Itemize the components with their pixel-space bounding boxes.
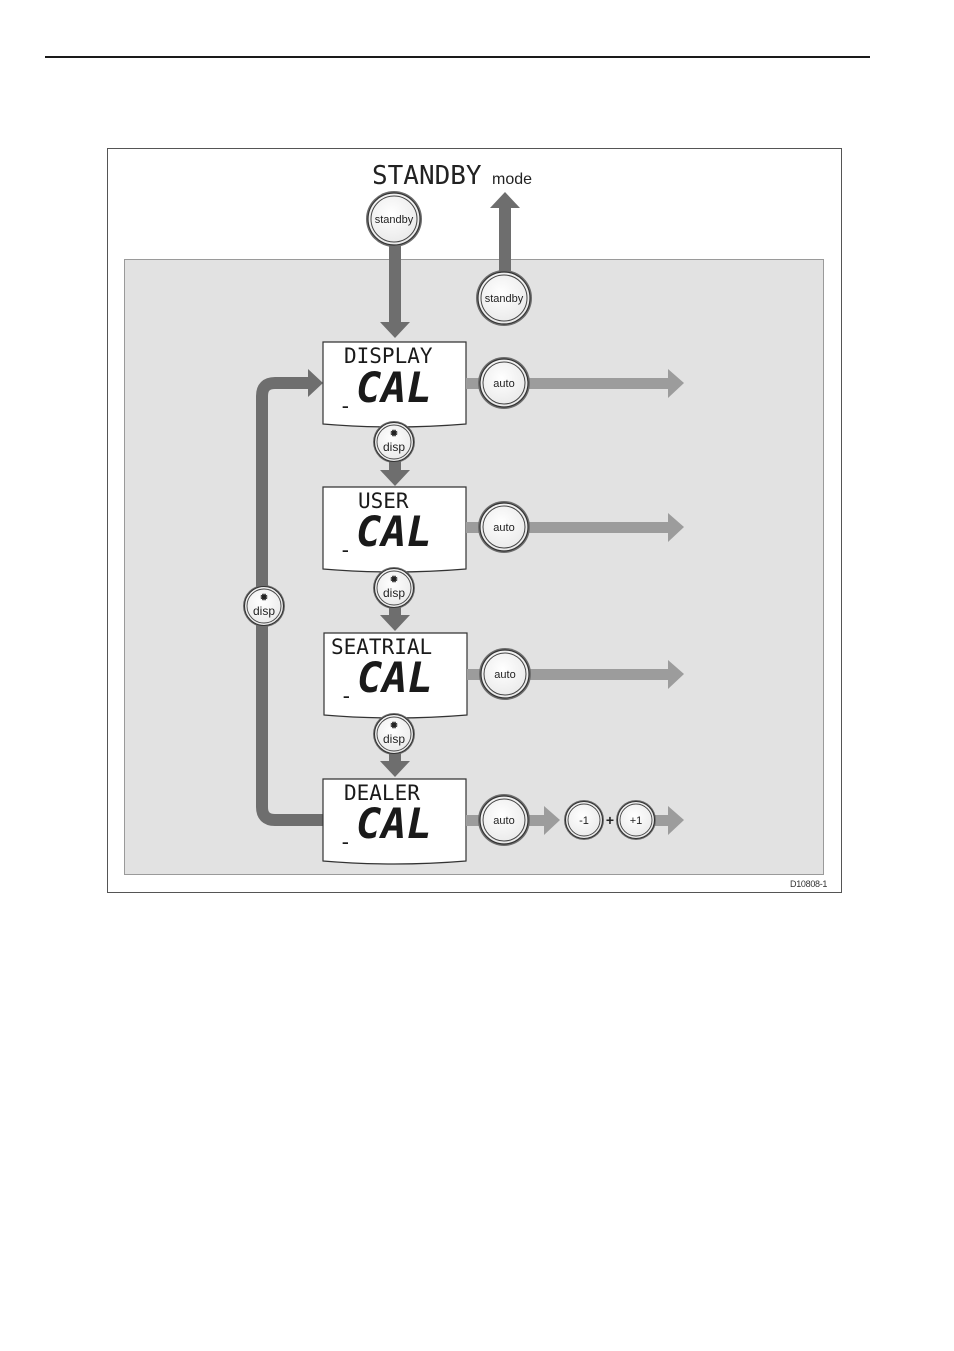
standby-button-entry-label: standby: [375, 214, 414, 226]
screen-display-big-text: CAL: [356, 363, 432, 412]
sun-icon: ✹: [389, 720, 398, 732]
screen-user-indicator: -: [339, 538, 352, 562]
screen-seatrial-cal: SEATRIAL CAL -: [324, 633, 467, 718]
minus-one-button[interactable]: -1: [564, 800, 604, 840]
plus-one-button[interactable]: +1: [616, 800, 656, 840]
plus-sign: +: [606, 812, 614, 828]
standby-button-exit[interactable]: standby: [476, 270, 532, 326]
auto-row-display: auto: [466, 357, 684, 409]
disp-button-3-label: disp: [383, 732, 405, 746]
minus-one-label: -1: [579, 815, 589, 827]
disp-button-2[interactable]: ✹ disp: [373, 567, 415, 609]
disp-button-loop-label: disp: [253, 604, 275, 618]
standby-button-entry[interactable]: standby: [366, 191, 422, 247]
sun-icon: ✹: [389, 428, 398, 440]
arrow-up-to-standby: [490, 192, 520, 276]
sun-icon: ✹: [389, 574, 398, 586]
screen-dealer-indicator: -: [339, 830, 352, 854]
auto-button-dealer-label: auto: [493, 815, 514, 827]
screen-dealer-cal: DEALER CAL -: [323, 779, 466, 864]
auto-row-user: auto: [466, 501, 684, 553]
auto-button-dealer[interactable]: auto: [478, 794, 530, 846]
sun-icon: ✹: [259, 592, 268, 604]
disp-button-1[interactable]: ✹ disp: [373, 421, 415, 463]
auto-button-seatrial-label: auto: [494, 669, 515, 681]
auto-button-display[interactable]: auto: [478, 357, 530, 409]
auto-row-dealer: auto -1 + +1: [466, 794, 684, 846]
screen-user-big-text: CAL: [356, 507, 432, 556]
mode-label: mode: [492, 171, 532, 188]
plus-one-label: +1: [630, 815, 643, 827]
screen-display-cal: DISPLAY CAL -: [323, 342, 466, 427]
auto-button-user[interactable]: auto: [478, 501, 530, 553]
disp-button-2-label: disp: [383, 586, 405, 600]
disp-button-3[interactable]: ✹ disp: [373, 713, 415, 755]
disp-button-1-label: disp: [383, 440, 405, 454]
auto-button-seatrial[interactable]: auto: [479, 648, 531, 700]
standby-button-exit-label: standby: [485, 293, 524, 305]
screen-display-indicator: -: [339, 394, 352, 418]
standby-title: STANDBY: [372, 161, 482, 191]
screen-user-cal: USER CAL -: [323, 487, 466, 572]
figure-reference: D10808-1: [790, 879, 827, 889]
screen-seatrial-big-text: CAL: [357, 653, 433, 702]
auto-button-display-label: auto: [493, 378, 514, 390]
disp-button-loop[interactable]: ✹ disp: [243, 585, 285, 627]
screen-dealer-big-text: CAL: [356, 799, 432, 848]
auto-row-seatrial: auto: [467, 648, 684, 700]
screen-seatrial-indicator: -: [340, 684, 353, 708]
arrow-down-to-display: [380, 246, 410, 338]
auto-button-user-label: auto: [493, 522, 514, 534]
